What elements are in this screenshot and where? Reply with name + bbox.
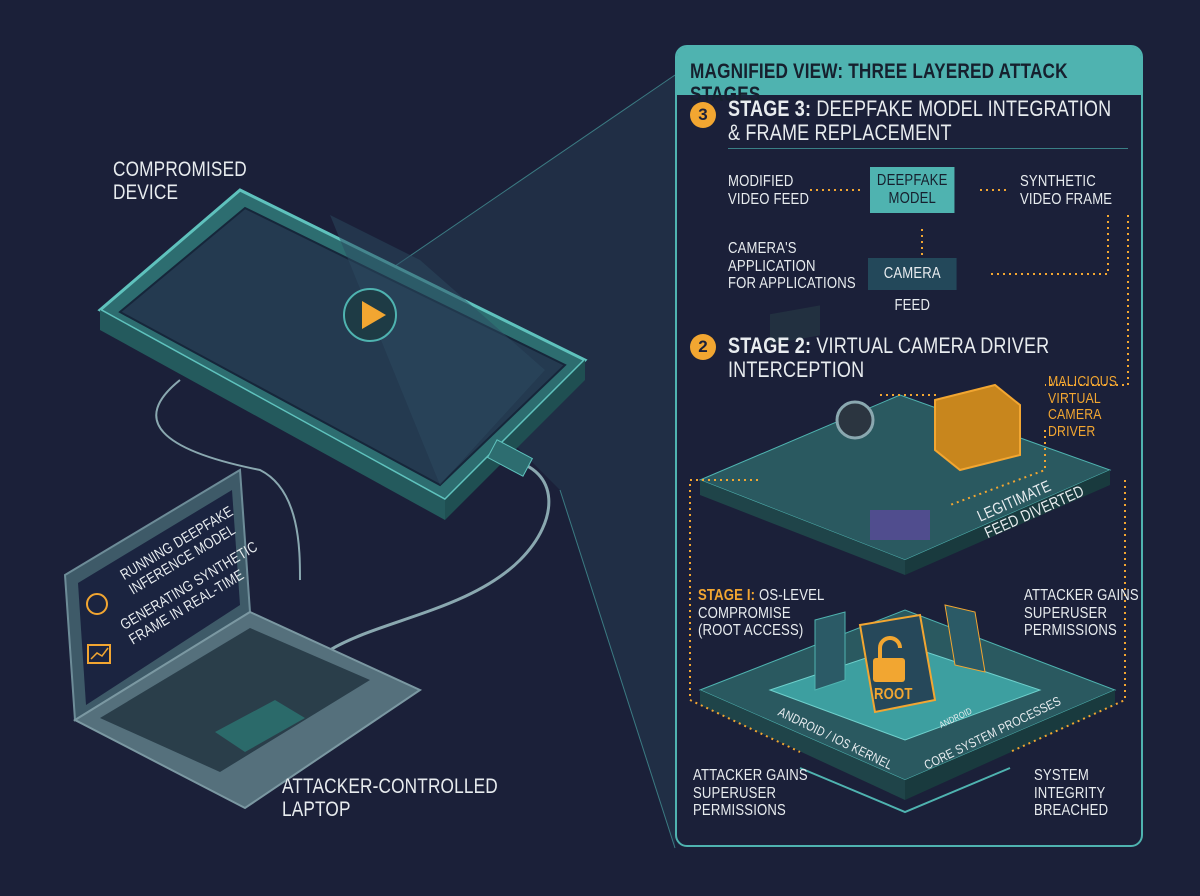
laptop-label: Attacker-Controlled Laptop <box>282 775 498 822</box>
camera-lens-icon <box>835 400 875 440</box>
stage1-label: Stage I: <box>698 587 756 604</box>
kernel-platform <box>698 604 1117 800</box>
stage3-label: Stage 3: <box>728 96 812 121</box>
stage3-title-text: Deepfake Model Integration & Frame Repla… <box>728 96 1112 146</box>
smartphone <box>97 188 588 520</box>
malicious-driver-icon <box>934 383 1021 472</box>
panel-title: Magnified View: Three Layered Attack Sta… <box>690 60 1068 107</box>
unlock-icon <box>878 636 902 660</box>
gains-right-label: Attacker Gains Superuser Permissions <box>1024 587 1139 640</box>
malicious-driver-label: Malicious Virtual Camera Driver <box>1048 373 1118 440</box>
cameras-app-label: Camera's Application for Applications <box>728 240 856 293</box>
driver-platform <box>698 305 1112 575</box>
stage3-title: Stage 3: Deepfake Model Integration & Fr… <box>728 96 1112 146</box>
magnify-beam <box>360 75 675 848</box>
modified-feed-label: Modified Video Feed <box>728 173 810 208</box>
deepfake-model-box: Deepfake Model <box>870 167 955 213</box>
stage1-title-text: OS-Level Compromise (Root Access) <box>698 587 825 640</box>
usb-cable-icon <box>329 458 551 652</box>
stage1-title: Stage I: OS-Level Compromise (Root Acces… <box>698 587 824 640</box>
stage2-badge: 2 <box>690 334 716 360</box>
flow-arrows <box>689 189 1129 753</box>
android-icon <box>814 611 846 691</box>
image-sensor-icon <box>870 510 930 540</box>
stage2-title-text: Virtual Camera Driver Interception <box>728 333 1050 383</box>
stage2-title: Stage 2: Virtual Camera Driver Intercept… <box>728 333 1115 383</box>
brain-icon <box>86 593 108 615</box>
root-label: Root <box>874 686 913 703</box>
gains-left-label: Attacker Gains Superuser Permissions <box>693 767 808 820</box>
laptop <box>63 468 423 810</box>
stage2-label: Stage 2: <box>728 333 812 358</box>
panel-header <box>677 47 1141 95</box>
chart-icon <box>87 644 111 664</box>
integrity-label: System Integrity Breached <box>1034 767 1109 820</box>
magnified-panel <box>675 45 1143 847</box>
synthetic-frame-label: Synthetic Video Frame <box>1020 173 1113 208</box>
camera-feed-box: Camera Feed <box>868 258 957 314</box>
small-unlock-icon <box>944 604 986 673</box>
divider <box>728 148 1128 149</box>
bracket-arrow <box>799 767 1011 814</box>
stage3-badge: 3 <box>690 102 716 128</box>
device-label: Compromised Device <box>113 158 247 205</box>
